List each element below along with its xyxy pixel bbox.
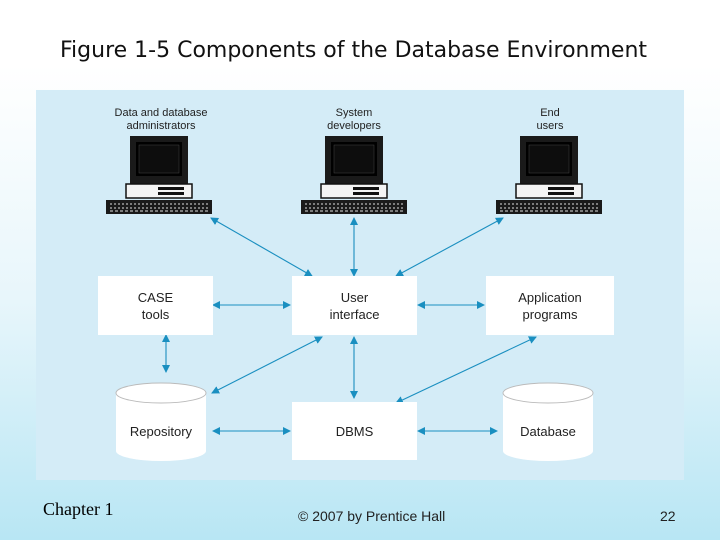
slide-title: Figure 1-5 Components of the Database En… [60, 38, 648, 63]
dbms-box: DBMS [292, 402, 417, 460]
computer-icon [105, 135, 213, 215]
application-programs-label-line2: programs [522, 306, 578, 322]
database-cylinder [502, 382, 594, 461]
user-group-label-line2: administrators [126, 120, 196, 132]
user-group-administrators: Data and database administrators [96, 107, 226, 133]
repository-cylinder [115, 382, 207, 461]
user-group-label-line1: Data and database [114, 107, 208, 119]
database-environment-diagram: Data and database administrators System … [36, 90, 684, 480]
dbms-label: DBMS [335, 423, 374, 439]
database-label: Database [520, 424, 576, 439]
application-programs-box: Application programs [486, 276, 614, 335]
chapter-label: Chapter 1 [43, 499, 114, 519]
case-tools-label-line1: CASE [137, 289, 174, 305]
user-group-label-line1: System [335, 107, 373, 119]
repository-label: Repository [129, 424, 193, 439]
copyright-notice: © 2007 by Prentice Hall [298, 508, 446, 524]
page-number: 22 [660, 508, 676, 524]
application-programs-label-line1: Application [518, 289, 582, 305]
user-interface-label-line1: User [340, 289, 369, 305]
diagram-canvas [105, 135, 603, 461]
computer-icon [495, 135, 603, 215]
computer-icon [300, 135, 408, 215]
user-interface-box: User interface [292, 276, 417, 335]
connection-arrows [162, 217, 537, 435]
user-group-end-users: End users [514, 107, 586, 133]
user-group-developers: System developers [304, 107, 404, 133]
case-tools-box: CASE tools [98, 276, 213, 335]
user-group-label-line2: developers [327, 120, 381, 132]
case-tools-label-line2: tools [141, 306, 170, 322]
user-group-label-line2: users [536, 120, 564, 132]
user-group-label-line1: End [540, 107, 560, 119]
user-interface-label-line2: interface [329, 306, 380, 322]
